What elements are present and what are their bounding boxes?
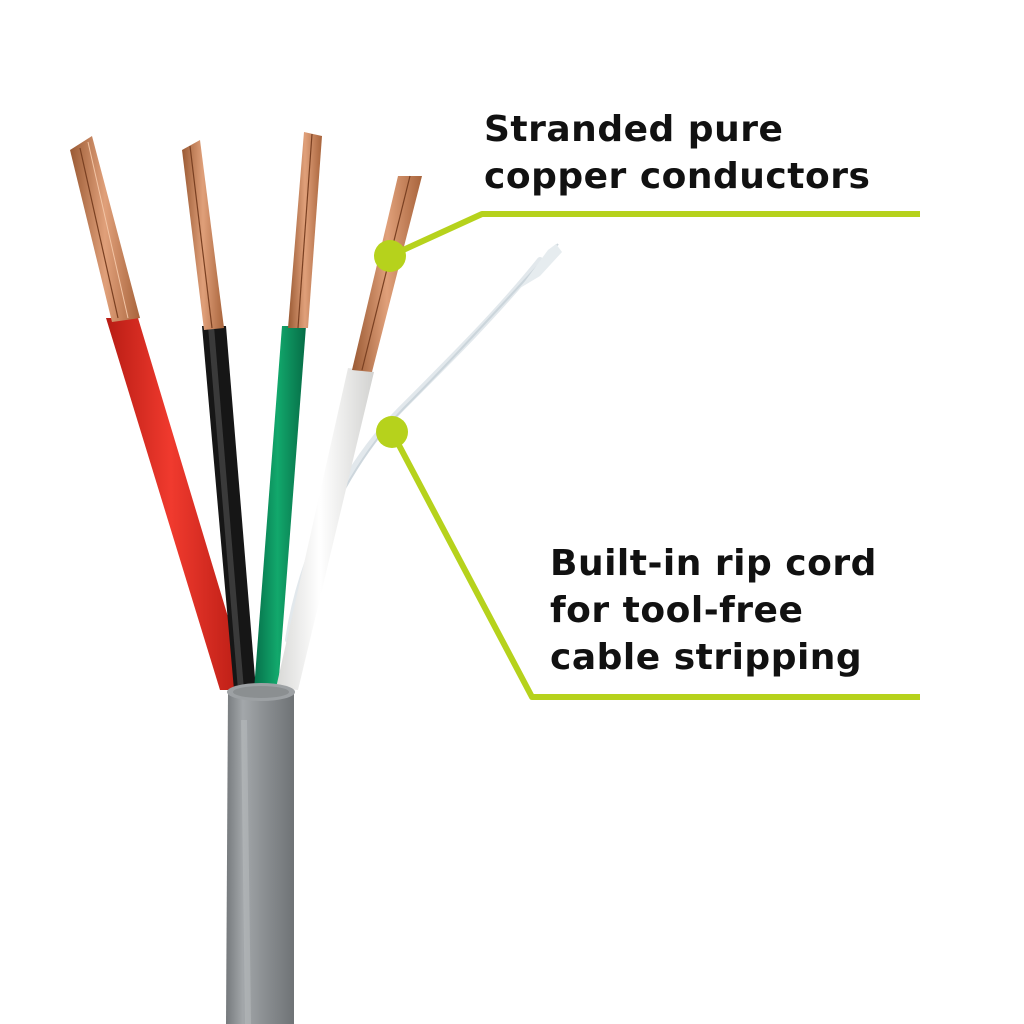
callout-rip-cord: Built-in rip cord for tool-free cable st… [550,540,877,681]
pointer-dot-conductors [374,240,406,272]
wire-green [254,132,322,690]
wire-red [70,136,250,690]
callout-rip-cord-line-2: for tool-free [550,590,804,631]
callout-conductors-line-1: Stranded pure [484,109,784,150]
callout-rip-cord-line-1: Built-in rip cord [550,543,877,584]
callout-pointer-rip-cord [376,416,920,700]
cable-jacket [226,683,295,1024]
rip-cord [285,243,562,643]
pointer-dot-rip-cord [376,416,408,448]
callout-pointer-conductors [374,211,920,272]
callout-rip-cord-line-3: cable stripping [550,637,863,678]
wire-white [276,175,422,690]
wire-black [182,140,256,690]
callout-conductors-line-2: copper conductors [484,156,871,197]
callout-conductors: Stranded pure copper conductors [484,106,870,200]
